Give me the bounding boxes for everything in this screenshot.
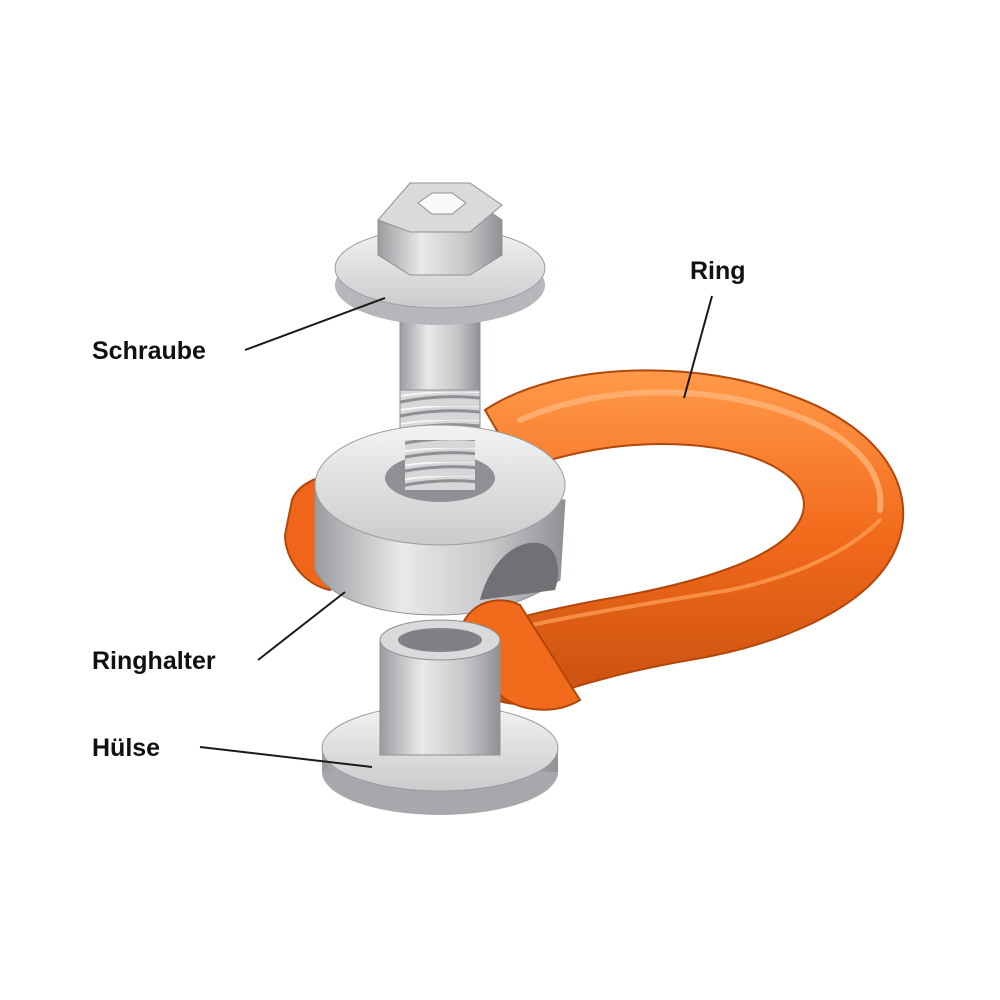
label-ringhalter: Ringhalter: [92, 647, 216, 675]
ringhalter-part: [314, 424, 582, 711]
ring-through-holder: [458, 599, 582, 711]
leader-line-huelse: [199, 746, 373, 768]
label-huelse: Hülse: [92, 734, 161, 762]
screw-shank: [399, 317, 481, 391]
screw-hex-socket: [417, 192, 467, 215]
label-schraube: Schraube: [92, 337, 206, 365]
leader-line-ringhalter: [257, 591, 346, 661]
screw-thread-in-bore: [405, 440, 475, 490]
leader-line-ring: [683, 295, 713, 399]
ring-highlight: [517, 389, 884, 513]
ring-lower-highlight: [468, 518, 882, 642]
ringhalter-slot: [480, 542, 558, 600]
leader-line-schraube: [244, 297, 386, 351]
huelse-bore: [398, 628, 482, 652]
label-ring: Ring: [690, 257, 746, 285]
screw-part: [334, 182, 546, 496]
huelse-part: [321, 619, 559, 815]
